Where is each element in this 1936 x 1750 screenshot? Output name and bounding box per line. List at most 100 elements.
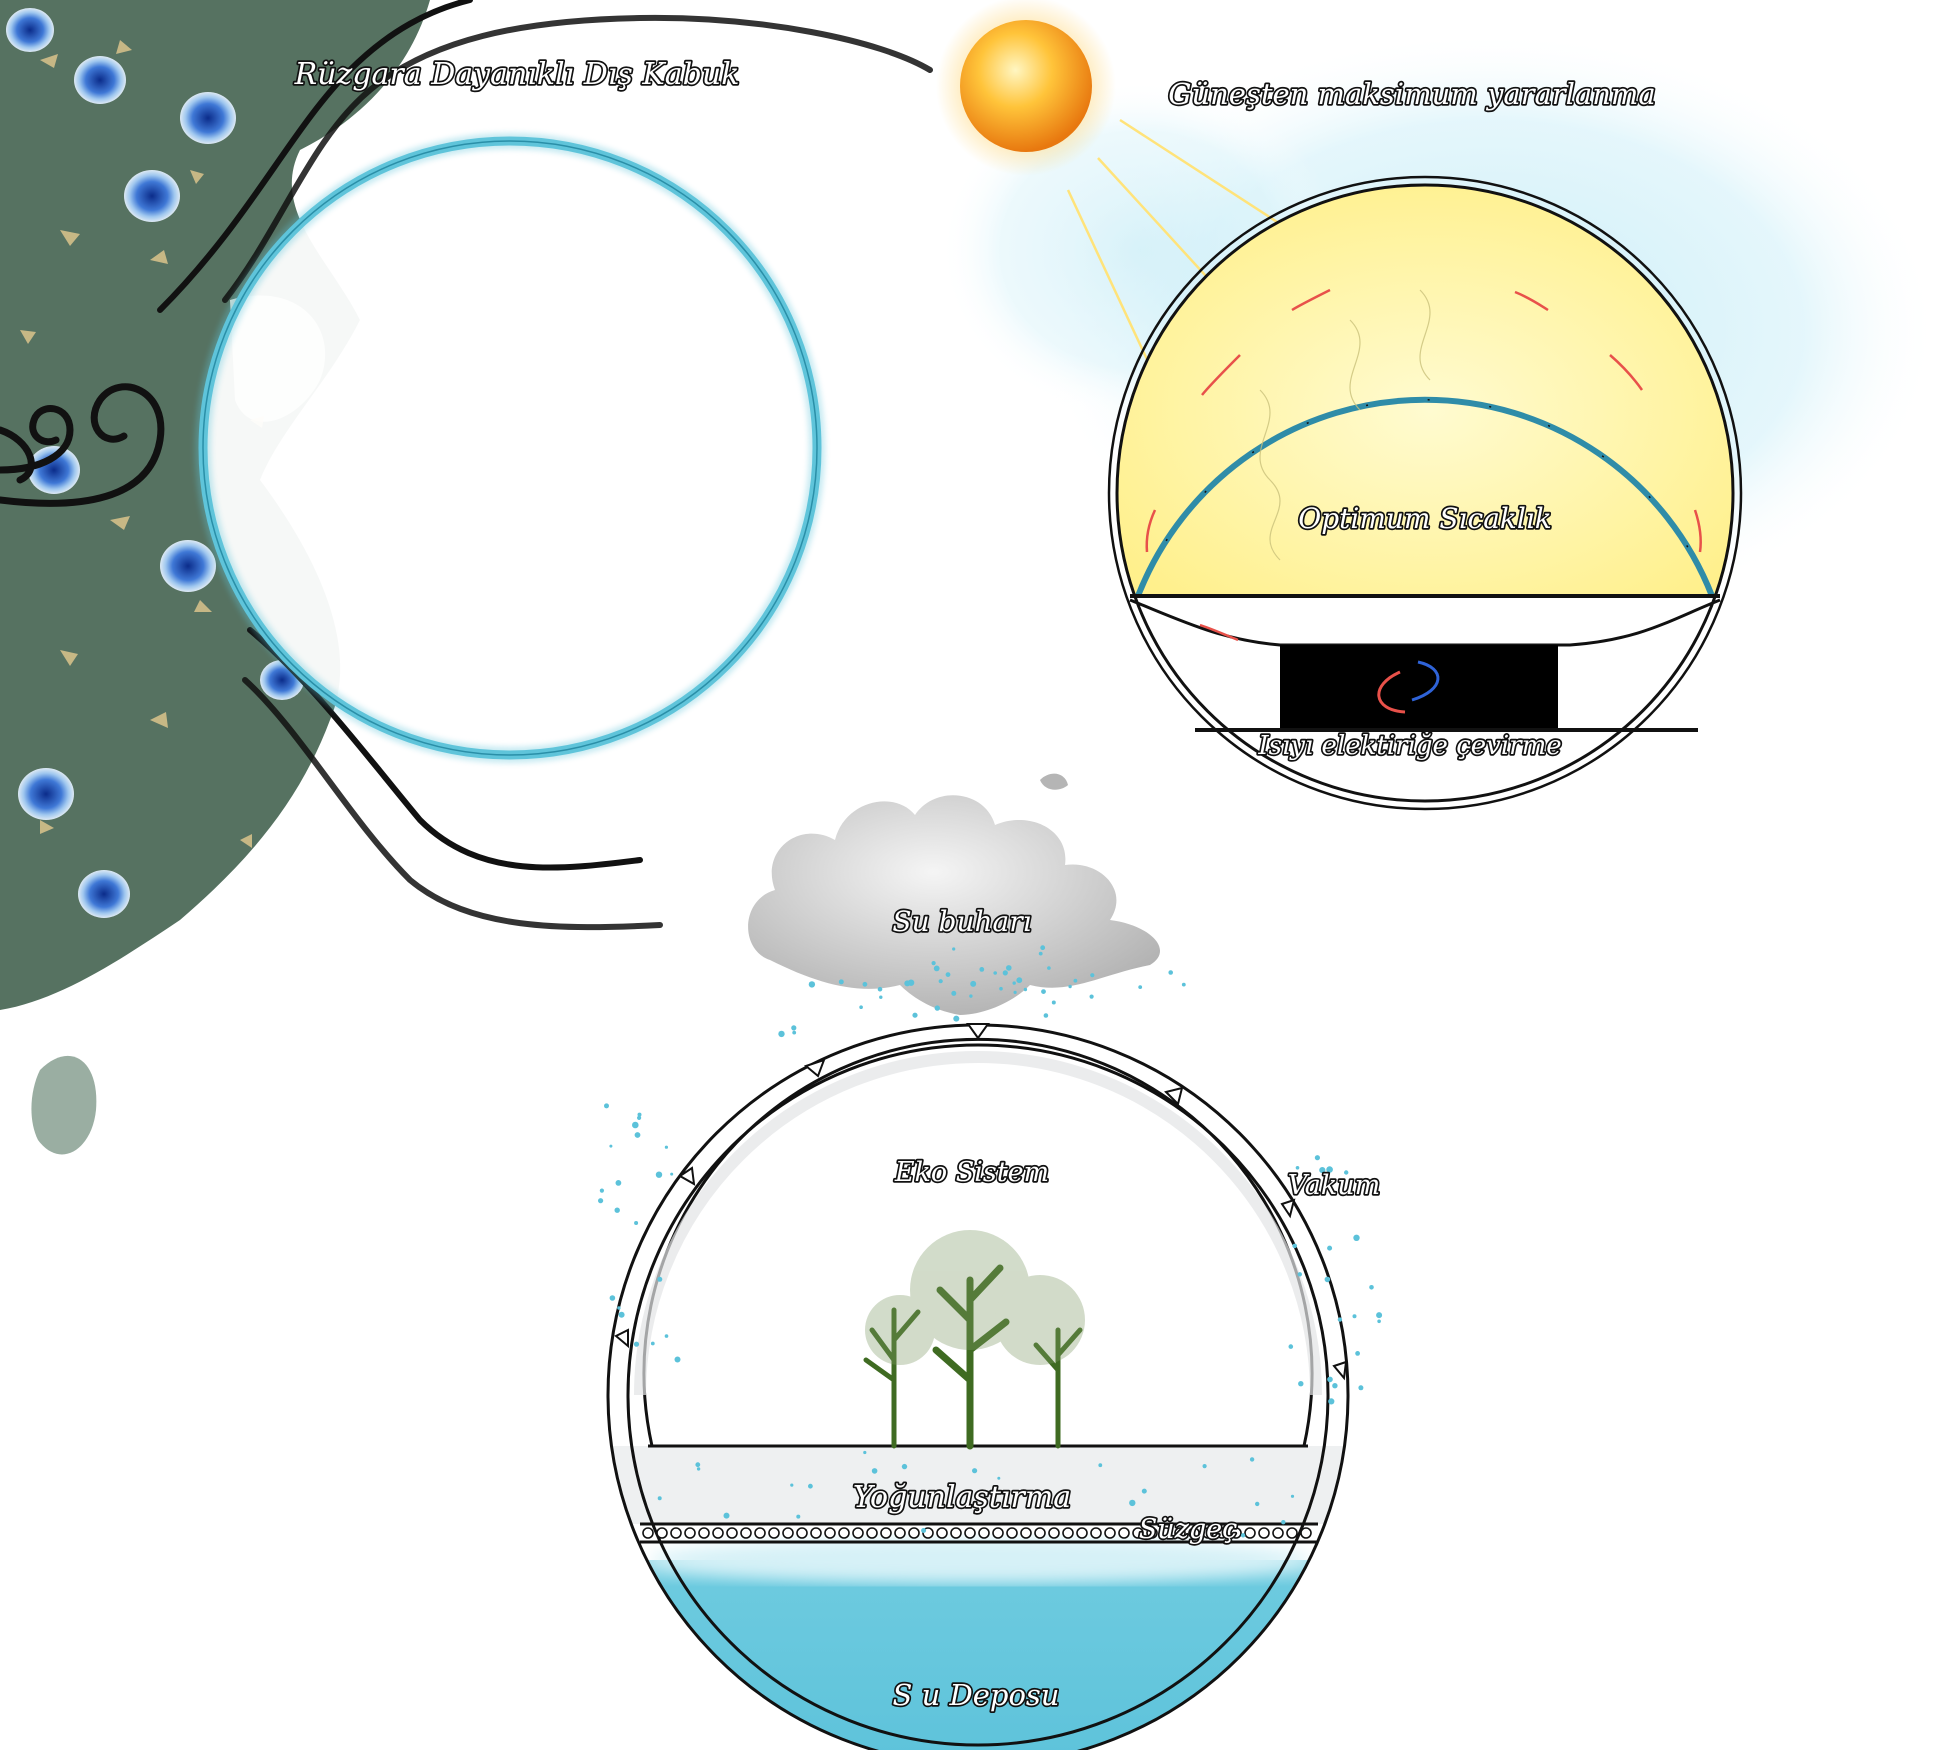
water-droplet bbox=[618, 1311, 625, 1318]
water-droplet bbox=[634, 1221, 639, 1225]
water-droplet bbox=[1002, 970, 1008, 976]
water-droplet bbox=[921, 1528, 927, 1533]
cloud-icon bbox=[748, 773, 1161, 1015]
water-droplet bbox=[791, 1025, 797, 1031]
water-droplet bbox=[933, 965, 940, 972]
filter-hole bbox=[838, 1527, 850, 1539]
water-droplet bbox=[953, 1015, 960, 1022]
filter-hole bbox=[656, 1527, 668, 1539]
optimum-temp-label: Optimum Sıcaklık bbox=[1298, 502, 1551, 535]
water-droplet bbox=[1141, 1488, 1147, 1494]
water-droplet bbox=[838, 979, 844, 985]
water-tank-label: S u Deposu bbox=[893, 1678, 1060, 1712]
filter-hole bbox=[1090, 1527, 1102, 1539]
filter-hole bbox=[768, 1527, 780, 1539]
water-droplet bbox=[599, 1188, 605, 1193]
water-droplet bbox=[796, 1514, 801, 1519]
water-droplet bbox=[1012, 981, 1016, 985]
filter-hole bbox=[1034, 1527, 1046, 1539]
water-droplet bbox=[1255, 1501, 1260, 1507]
filter-strip bbox=[640, 1522, 1318, 1544]
filter-hole bbox=[726, 1527, 738, 1539]
water-droplet bbox=[1369, 1285, 1374, 1290]
water-droplet bbox=[1355, 1351, 1360, 1356]
filter-hole bbox=[684, 1527, 696, 1539]
water-droplet bbox=[945, 972, 951, 977]
water-droplet bbox=[1090, 973, 1095, 978]
eco-system-label: Eko Sistem bbox=[894, 1157, 1049, 1188]
water-droplet bbox=[1098, 1463, 1103, 1468]
water-droplets bbox=[598, 945, 1383, 1538]
filter-hole bbox=[1048, 1527, 1060, 1539]
water-droplet bbox=[859, 1005, 863, 1009]
water-bubbles bbox=[6, 8, 304, 918]
water-droplet bbox=[951, 990, 957, 996]
filter-hole bbox=[1272, 1527, 1284, 1539]
water-droplet bbox=[979, 967, 985, 972]
filter-hole bbox=[1132, 1527, 1144, 1539]
water-droplet bbox=[657, 1496, 662, 1501]
water-droplet bbox=[1281, 1520, 1286, 1525]
water-droplet bbox=[1047, 966, 1051, 970]
water-droplet bbox=[1298, 1381, 1304, 1387]
bubble-icon bbox=[28, 446, 80, 494]
water-droplet bbox=[664, 1145, 669, 1149]
water-droplet bbox=[1332, 1383, 1338, 1389]
water-droplet bbox=[1319, 1167, 1326, 1174]
eco-dome bbox=[598, 945, 1383, 1750]
water-droplet bbox=[634, 1132, 641, 1138]
vacuum-label: Vakum bbox=[1288, 1170, 1380, 1201]
water-droplet bbox=[650, 1341, 655, 1346]
water-droplet bbox=[637, 1112, 642, 1117]
water-droplet bbox=[1314, 1155, 1320, 1161]
water-droplet bbox=[877, 986, 883, 992]
water-droplet bbox=[1013, 990, 1017, 995]
filter-hole bbox=[936, 1527, 948, 1539]
heat-to-electricity-label: Isıyı elektiriğe çevirme bbox=[1257, 731, 1561, 761]
filter-hole bbox=[1188, 1527, 1200, 1539]
filter-hole bbox=[964, 1527, 976, 1539]
water-droplet bbox=[695, 1462, 701, 1468]
filter-hole bbox=[1300, 1527, 1312, 1539]
wind-swirl-icon bbox=[0, 383, 165, 507]
water-droplet bbox=[778, 1030, 785, 1038]
bubble-icon bbox=[180, 92, 236, 144]
water-droplet bbox=[598, 1198, 604, 1204]
water-droplet bbox=[664, 1334, 669, 1338]
water-droplet bbox=[1295, 1166, 1300, 1170]
water-droplet bbox=[952, 947, 956, 951]
water-droplet bbox=[1068, 984, 1072, 989]
water-droplet bbox=[1038, 951, 1043, 956]
water-droplet bbox=[637, 1115, 642, 1120]
water-droplet bbox=[674, 1356, 681, 1363]
bubble-icon bbox=[78, 870, 130, 918]
filter-hole bbox=[1286, 1527, 1298, 1539]
filter-label: Süzgeç bbox=[1139, 1514, 1238, 1545]
water-droplet bbox=[1292, 1243, 1297, 1249]
sun-icon bbox=[936, 0, 1116, 176]
water-droplet bbox=[1249, 1457, 1255, 1462]
bubble-icon bbox=[74, 56, 126, 104]
filter-hole bbox=[698, 1527, 710, 1539]
water-droplet bbox=[1353, 1234, 1360, 1242]
condensation-label: Yoğunlaştırma bbox=[853, 1480, 1071, 1515]
filter-hole bbox=[866, 1527, 878, 1539]
tree-icon bbox=[863, 1264, 1083, 1450]
water-droplet bbox=[1352, 1314, 1357, 1319]
water-droplet bbox=[1288, 1344, 1294, 1349]
converter-box bbox=[1280, 645, 1558, 730]
water-droplet bbox=[1023, 987, 1028, 992]
wind-resistant-shell bbox=[195, 133, 825, 763]
water-droplet bbox=[1129, 1499, 1136, 1507]
filter-hole bbox=[1062, 1527, 1074, 1539]
filter-hole bbox=[852, 1527, 864, 1539]
water-droplet bbox=[609, 1144, 613, 1148]
water-droplet bbox=[1377, 1319, 1381, 1324]
water-droplet bbox=[1297, 1272, 1303, 1277]
water-droplet bbox=[1327, 1245, 1333, 1251]
water-droplet bbox=[1051, 1000, 1056, 1005]
filter-hole bbox=[642, 1527, 654, 1539]
water-droplet bbox=[670, 1172, 674, 1176]
arrow-icon bbox=[614, 1023, 1348, 1381]
